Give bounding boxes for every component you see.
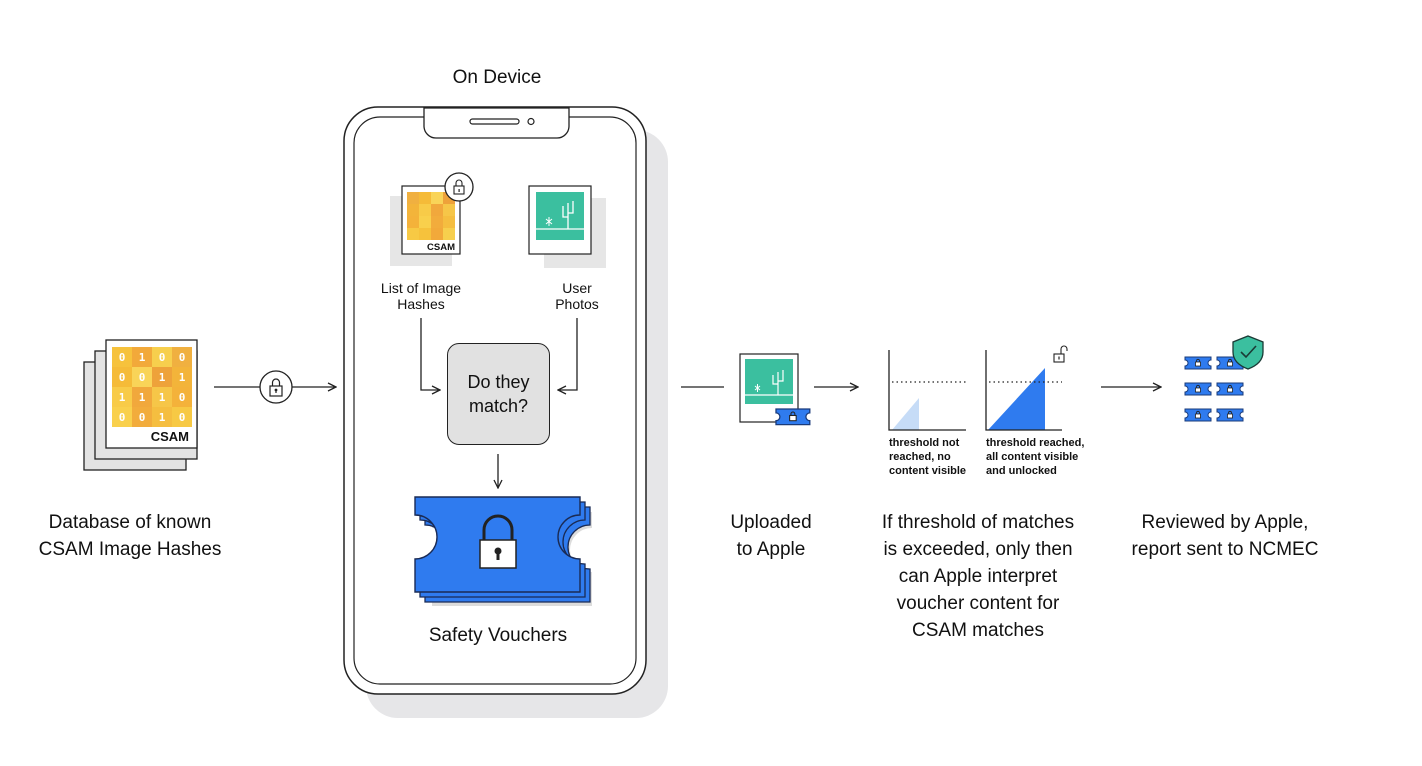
shield-check-icon <box>1232 335 1264 370</box>
hash-cell <box>172 407 192 427</box>
hash-bit: 1 <box>159 371 166 384</box>
hash-cell <box>112 347 132 367</box>
hash-cell <box>419 216 431 228</box>
hash-bit: 0 <box>179 411 186 424</box>
hash-cell <box>152 387 172 407</box>
hash-list-label: List of Image Hashes <box>380 280 462 312</box>
threshold-not-reached-label: threshold not reached, no content visibl… <box>889 437 967 477</box>
hash-cell <box>172 347 192 367</box>
hash-cell <box>152 367 172 387</box>
hash-bit: 1 <box>179 371 186 384</box>
hash-list-card: CSAM <box>390 172 474 266</box>
hash-bit: 1 <box>139 351 146 364</box>
hash-bit: 0 <box>179 391 186 404</box>
hash-grid-small <box>407 192 455 240</box>
hash-bit: 1 <box>159 391 166 404</box>
hash-bit: 1 <box>159 411 166 424</box>
hash-cell <box>443 204 455 216</box>
safety-vouchers <box>414 496 592 606</box>
speaker-icon <box>469 118 520 125</box>
hash-cell <box>431 192 443 204</box>
hash-cell <box>112 387 132 407</box>
hash-cell <box>407 204 419 216</box>
upload-label: Uploaded to Apple <box>730 512 812 560</box>
hash-cell <box>431 228 443 240</box>
threshold-reached-chart <box>985 345 1068 431</box>
hash-cell <box>172 387 192 407</box>
threshold-label: If threshold of matches is exceeded, onl… <box>881 512 1075 641</box>
camera-icon <box>527 117 535 126</box>
hash-bit: 0 <box>119 351 126 364</box>
match-box: Do they match? <box>447 343 550 445</box>
hash-cell <box>419 204 431 216</box>
hash-bit: 0 <box>179 351 186 364</box>
section-title-on-device: On Device <box>452 67 542 88</box>
hash-cell <box>112 367 132 387</box>
hash-bit: 0 <box>139 411 146 424</box>
unlocked-lock-icon <box>1053 345 1068 363</box>
hash-cell <box>407 216 419 228</box>
hash-cell <box>152 407 172 427</box>
hash-cell <box>407 192 419 204</box>
lock-icon <box>444 172 474 202</box>
lock-icon <box>259 370 293 404</box>
arrow-photos-to-match <box>558 318 578 390</box>
hash-bit: 0 <box>139 371 146 384</box>
hash-cell <box>132 367 152 387</box>
review-label: Reviewed by Apple, report sent to NCMEC <box>1131 512 1319 560</box>
hash-cell <box>172 367 192 387</box>
lock-icon <box>479 514 517 569</box>
threshold-reached-label: threshold reached, all content visible a… <box>986 437 1085 477</box>
arrow-hashes-to-match <box>420 318 440 390</box>
user-photos-card <box>528 185 606 268</box>
hash-cell <box>132 407 152 427</box>
hash-bit: 0 <box>119 371 126 384</box>
hash-cell <box>407 228 419 240</box>
hash-cell <box>152 347 172 367</box>
hash-list-card-caption: CSAM <box>427 242 455 253</box>
hash-cell <box>431 216 443 228</box>
hash-cell <box>443 216 455 228</box>
hash-cell <box>431 204 443 216</box>
hash-bit: 0 <box>119 411 126 424</box>
uploaded-photo-card <box>739 353 811 426</box>
database-card-caption: CSAM <box>151 429 189 444</box>
reviewed-vouchers <box>1184 335 1264 422</box>
hash-cell <box>419 192 431 204</box>
hash-cell <box>132 347 152 367</box>
threshold-not-reached-chart <box>888 350 966 431</box>
hash-bit: 0 <box>159 351 166 364</box>
hash-cell <box>443 228 455 240</box>
user-photos-label: User Photos <box>555 280 599 312</box>
hash-cell <box>132 387 152 407</box>
hash-cell <box>112 407 132 427</box>
hash-cell <box>419 228 431 240</box>
match-box-label: Do they match? <box>467 372 530 416</box>
hash-bit: 1 <box>139 391 146 404</box>
safety-vouchers-label: Safety Vouchers <box>428 625 568 646</box>
database-label: Database of known CSAM Image Hashes <box>38 512 222 560</box>
hash-bit: 1 <box>119 391 126 404</box>
